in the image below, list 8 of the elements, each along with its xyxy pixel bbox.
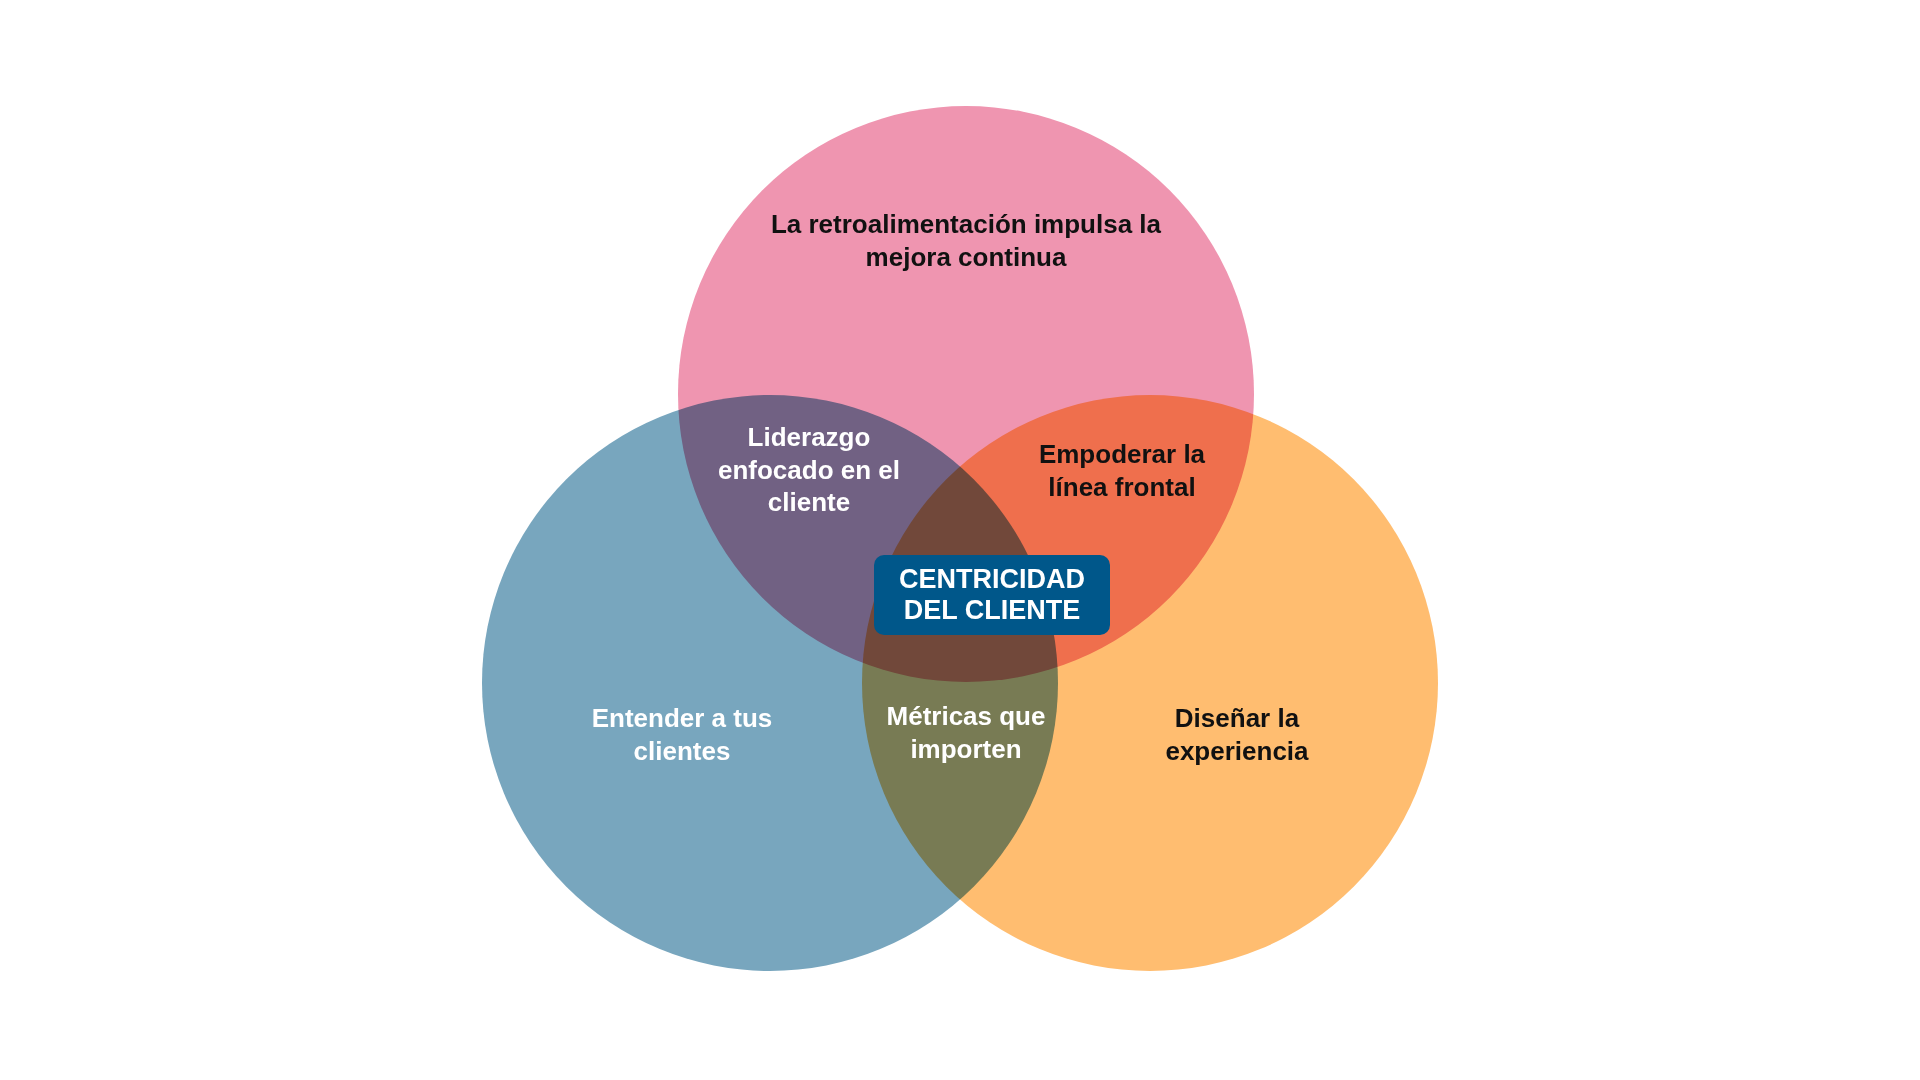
badge-text: CENTRICIDAD DEL CLIENTE: [898, 563, 1086, 627]
circle-label: La retroalimentación impulsa la mejora continua: [769, 207, 1163, 273]
circle-label: Diseñar la experiencia: [1164, 701, 1310, 767]
overlap-label: Métricas que importen: [885, 699, 1047, 765]
circle-label: Entender a tus clientes: [590, 701, 774, 767]
overlap-label: Empoderar la línea frontal: [1037, 437, 1207, 503]
center-badge: [874, 555, 1110, 635]
overlap-label: Liderazgo enfocado en el cliente: [716, 421, 901, 519]
